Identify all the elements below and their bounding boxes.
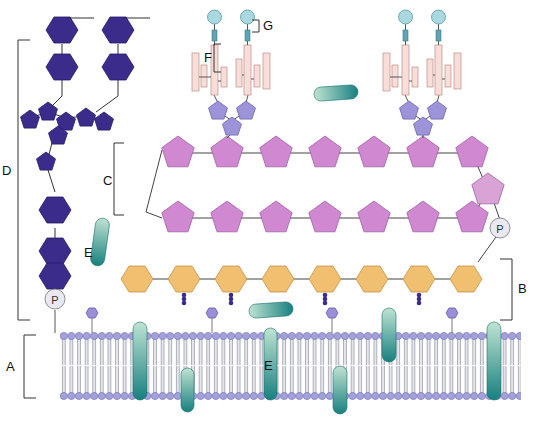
svg-text:P: P bbox=[496, 223, 503, 235]
phosphate: P bbox=[45, 289, 65, 333]
orange-chain bbox=[121, 266, 482, 305]
lipid-bilayer bbox=[60, 332, 521, 400]
polysaccharide-chain bbox=[30, 18, 150, 300]
callout-letter: D bbox=[2, 164, 11, 178]
peptidoglycan-rows: P bbox=[146, 136, 510, 262]
callout-letter: F bbox=[204, 51, 212, 65]
callout-letter: A bbox=[6, 360, 15, 374]
callout-letter: E bbox=[264, 359, 273, 373]
callout-letter: E bbox=[84, 246, 93, 260]
callout-letter: C bbox=[103, 174, 112, 188]
polysaccharide-units bbox=[21, 17, 135, 289]
svg-text:P: P bbox=[51, 294, 58, 306]
callout-letter: B bbox=[518, 282, 527, 296]
free-proteins bbox=[90, 84, 359, 318]
brackets bbox=[18, 20, 512, 398]
peptide-groups bbox=[192, 10, 461, 138]
callout-letter: G bbox=[263, 19, 273, 33]
membrane-proteins bbox=[133, 308, 501, 414]
